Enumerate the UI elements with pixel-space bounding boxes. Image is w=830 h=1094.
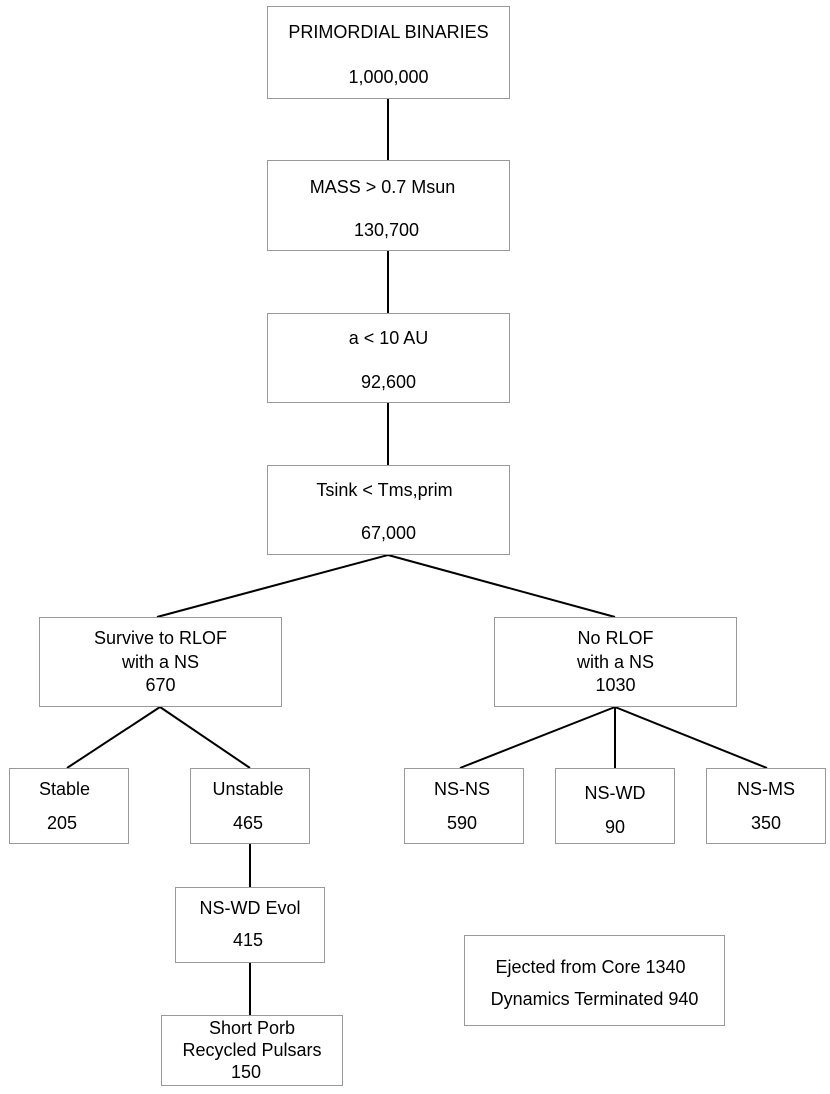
note-terminated: Dynamics Terminated 940 — [490, 989, 699, 1009]
node-label: a < 10 AU — [348, 328, 429, 348]
node-count: 67,000 — [360, 523, 417, 543]
node-count: 1030 — [595, 675, 636, 695]
node-label-line1: No RLOF — [577, 628, 654, 648]
node-count: 150 — [230, 1062, 262, 1082]
node-label: MASS > 0.7 Msun — [309, 177, 456, 197]
node-ns-ms: NS-MS 350 — [706, 768, 826, 844]
node-label-line2: with a NS — [121, 652, 200, 672]
node-count: 130,700 — [353, 220, 420, 240]
node-label: NS-WD — [584, 783, 646, 803]
node-label-line1: Short Porb — [208, 1018, 296, 1038]
edge-norlof-nsms — [614, 706, 768, 769]
node-count: 205 — [47, 813, 78, 833]
node-label-line2: Recycled Pulsars — [182, 1040, 322, 1060]
node-ns-wd-evol: NS-WD Evol 415 — [175, 887, 325, 963]
node-ns-wd: NS-WD 90 — [555, 768, 675, 844]
edge-tsink-survive — [156, 554, 389, 618]
node-short-porb-pulsars: Short Porb Recycled Pulsars 150 — [161, 1015, 343, 1086]
node-primordial-binaries: PRIMORDIAL BINARIES 1,000,000 — [267, 6, 510, 99]
node-label: NS-NS — [433, 779, 490, 799]
node-label: NS-WD Evol — [199, 898, 301, 918]
node-label: PRIMORDIAL BINARIES — [288, 22, 489, 42]
node-count: 1,000,000 — [348, 67, 429, 87]
node-unstable: Unstable 465 — [190, 768, 310, 844]
node-label: NS-MS — [737, 779, 795, 799]
edge-norlof-nsns — [459, 706, 616, 769]
node-count: 590 — [446, 813, 478, 833]
note-ejected: Ejected from Core 1340 — [495, 957, 686, 977]
node-count: 465 — [232, 813, 264, 833]
node-count: 92,600 — [360, 372, 417, 392]
node-tsink-cut: Tsink < Tms,prim 67,000 — [267, 465, 510, 555]
node-label: Unstable — [212, 779, 284, 799]
node-count: 350 — [750, 813, 782, 833]
node-mass-cut: MASS > 0.7 Msun 130,700 — [267, 160, 510, 251]
node-count: 415 — [232, 930, 264, 950]
edge-survive-stable — [66, 706, 161, 769]
summary-note: Ejected from Core 1340 Dynamics Terminat… — [464, 935, 725, 1026]
node-survive-rlof: Survive to RLOF with a NS 670 — [39, 617, 282, 707]
node-label: Stable — [39, 779, 91, 799]
node-count: 670 — [145, 675, 176, 695]
node-label-line2: with a NS — [576, 652, 655, 672]
node-stable: Stable 205 — [9, 768, 129, 844]
node-count: 90 — [604, 817, 626, 837]
node-semimajor-cut: a < 10 AU 92,600 — [267, 313, 510, 403]
node-ns-ns: NS-NS 590 — [404, 768, 524, 844]
node-label-line1: Survive to RLOF — [93, 628, 228, 648]
edge-survive-unstable — [159, 706, 251, 769]
node-label: Tsink < Tms,prim — [316, 480, 453, 500]
edge-tsink-norlof — [387, 554, 616, 618]
node-no-rlof: No RLOF with a NS 1030 — [494, 617, 737, 707]
